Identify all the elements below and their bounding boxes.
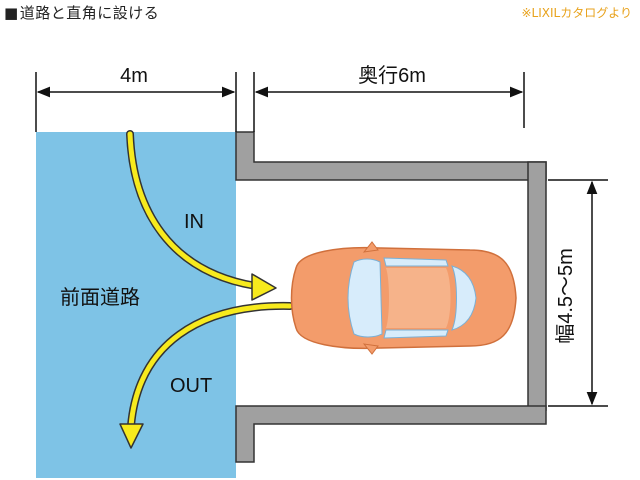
wall-bottom — [235, 405, 547, 463]
in-arrow — [126, 130, 277, 301]
road-width-label: 4m — [120, 65, 148, 87]
road-label: 前面道路 — [60, 285, 140, 309]
out-arrow — [119, 301, 294, 449]
depth-label: 奥行6m — [358, 64, 426, 87]
wall-back — [527, 161, 547, 411]
title-text: 道路と直角に設ける — [19, 4, 160, 22]
dimension-lines — [35, 72, 608, 407]
title-marker: ■ — [4, 4, 19, 22]
page-title: ■道路と直角に設ける — [4, 2, 159, 23]
wall-top — [235, 131, 547, 181]
garage-walls — [235, 131, 547, 463]
car-icon — [290, 241, 517, 355]
in-label: IN — [184, 211, 204, 233]
out-label: OUT — [170, 375, 212, 397]
source-credit: ※LIXILカタログより — [521, 6, 633, 20]
width-label: 幅4.5〜5m — [554, 248, 577, 344]
